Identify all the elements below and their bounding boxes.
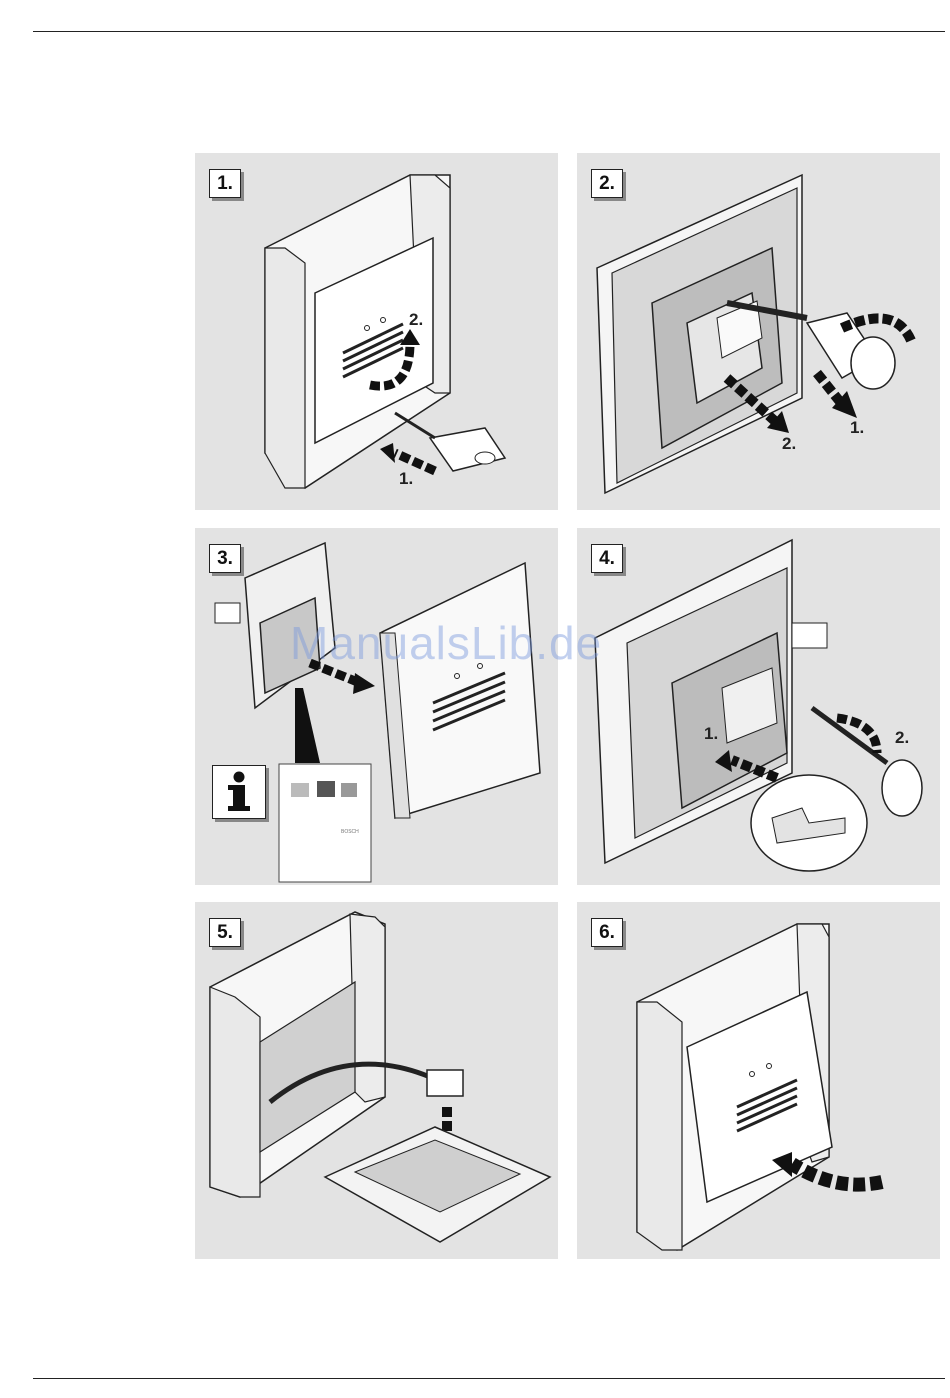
step-4-label: 4. (591, 544, 623, 573)
step-1-callout-2: 2. (409, 310, 423, 329)
info-glyph (213, 766, 265, 818)
step-4-illustration: 1. 2. (577, 528, 940, 885)
step-1-panel: 2. 1. 1. (195, 153, 558, 510)
step-2-callout-1: 1. (850, 418, 864, 437)
step-5-illustration (195, 902, 558, 1259)
step-4-panel: 1. 2. 4. (577, 528, 940, 885)
info-sheet-brand: BOSCH (341, 829, 359, 835)
step-3-panel: BOSCH 3. (195, 528, 558, 885)
step-2-label: 2. (591, 169, 623, 198)
step-6-illustration (577, 902, 940, 1259)
step-6-panel: 6. (577, 902, 940, 1259)
step-2-illustration: 1. 2. (577, 153, 940, 510)
step-3-label: 3. (209, 544, 241, 573)
info-icon (212, 765, 266, 819)
header-rule (33, 31, 945, 32)
step-5-panel: 5. (195, 902, 558, 1259)
step-1-label: 1. (209, 169, 241, 198)
watermark: ManualsLib.de (290, 616, 602, 670)
footer-rule (33, 1378, 945, 1379)
step-4-callout-2: 2. (895, 728, 909, 747)
step-3-illustration: BOSCH (195, 528, 558, 885)
step-2-callout-2: 2. (782, 434, 796, 453)
step-6-label: 6. (591, 918, 623, 947)
step-1-callout-1: 1. (399, 469, 413, 488)
step-2-panel: 1. 2. 2. (577, 153, 940, 510)
step-1-illustration: 2. 1. (195, 153, 558, 510)
step-4-callout-1: 1. (704, 724, 718, 743)
step-5-label: 5. (209, 918, 241, 947)
